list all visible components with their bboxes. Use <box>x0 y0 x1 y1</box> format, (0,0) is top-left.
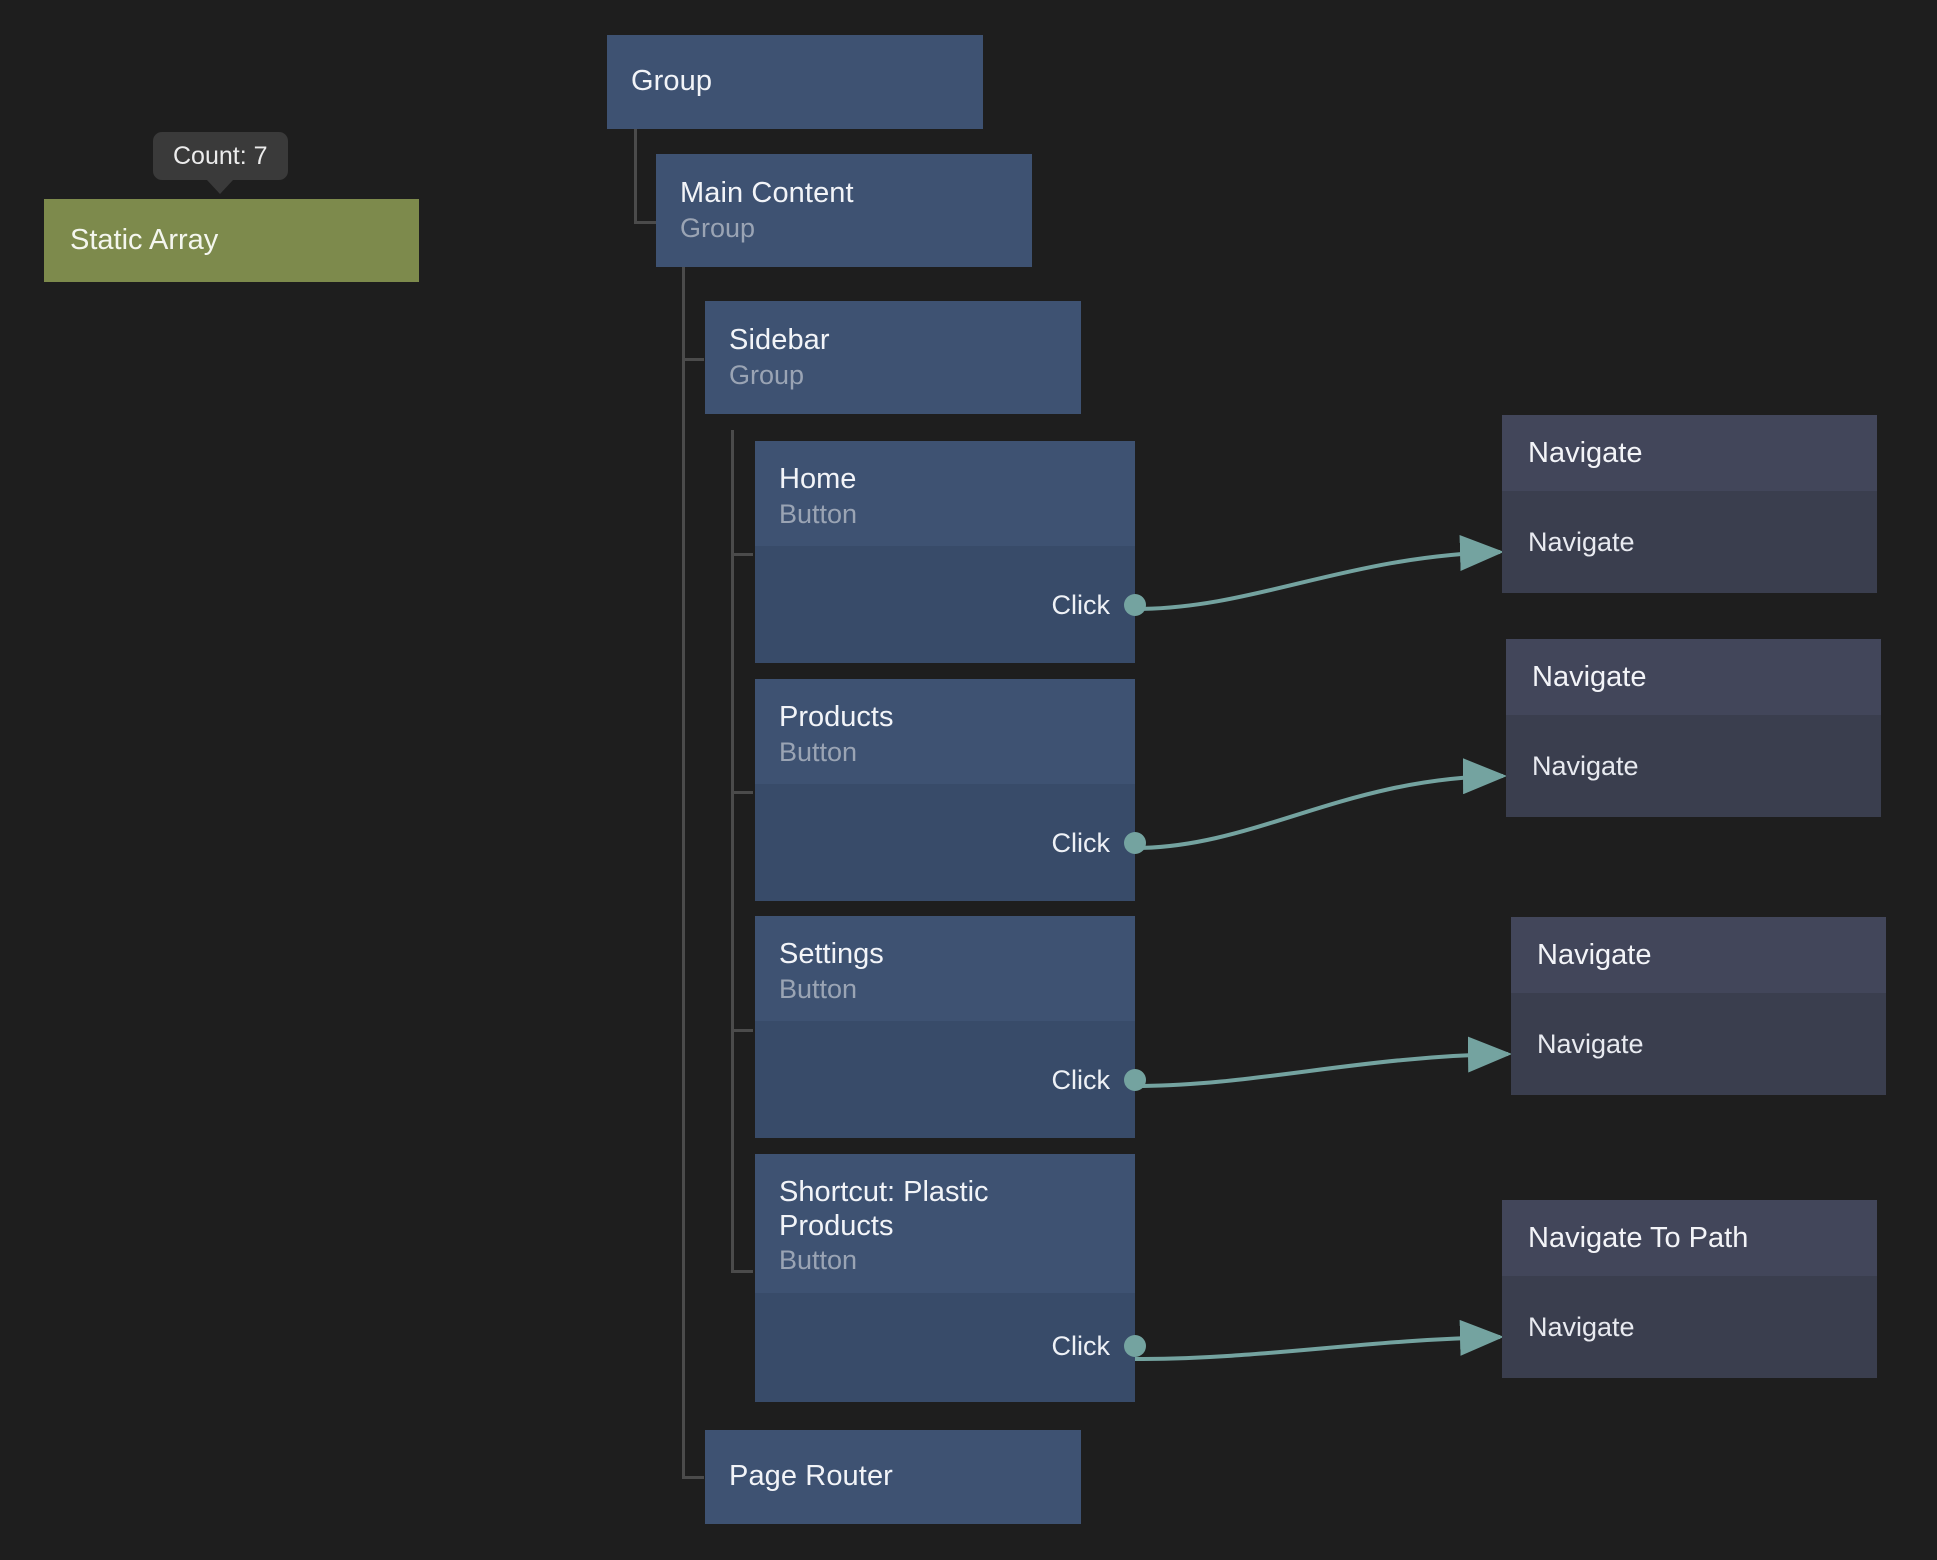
tree-line-sidebar-stub <box>682 358 704 361</box>
edge-products-to-navigate <box>1134 758 1507 850</box>
page-router-title: Page Router <box>729 1460 893 1493</box>
sidebar-subtitle: Group <box>729 360 805 391</box>
shortcut-body: Click <box>755 1292 1146 1402</box>
tree-line-products-stub <box>731 791 753 794</box>
settings-body: Click <box>755 1020 1146 1138</box>
shortcut-click-port-row[interactable]: Click <box>1051 1330 1146 1362</box>
settings-click-port[interactable] <box>1124 1069 1146 1092</box>
action-navigate-1-body[interactable]: Navigate <box>1502 491 1877 593</box>
action-navigate-3-body[interactable]: Navigate <box>1511 993 1886 1095</box>
products-header: Products Button <box>755 679 1135 784</box>
shortcut-click-port[interactable] <box>1124 1335 1146 1358</box>
tooltip-arrow-icon <box>207 180 234 194</box>
shortcut-click-label: Click <box>1051 1330 1111 1361</box>
products-click-port-row[interactable]: Click <box>1051 827 1146 859</box>
home-click-label: Click <box>1051 589 1111 620</box>
count-tooltip: Count: 7 <box>153 132 288 194</box>
action-navigate-1-header: Navigate <box>1502 415 1877 491</box>
tree-line-page-router-stub <box>682 1476 704 1479</box>
home-click-port[interactable] <box>1124 594 1146 617</box>
products-click-label: Click <box>1051 827 1111 858</box>
node-button-settings[interactable]: Settings Button Click <box>755 916 1146 1138</box>
tree-line-sidebar <box>731 430 734 1272</box>
settings-subtitle: Button <box>779 973 858 1004</box>
node-static-array[interactable]: Static Array <box>44 199 419 282</box>
tree-line-main-content <box>682 266 685 1478</box>
products-body: Click <box>755 783 1146 901</box>
action-navigate-1[interactable]: Navigate Navigate <box>1502 415 1877 593</box>
main-content-subtitle: Group <box>680 213 756 244</box>
settings-title: Settings <box>779 938 884 970</box>
node-button-home[interactable]: Home Button Click <box>755 441 1146 663</box>
products-subtitle: Button <box>779 736 858 767</box>
group-root-title: Group <box>631 65 713 98</box>
node-main-content[interactable]: Main Content Group <box>656 154 1032 267</box>
home-header: Home Button <box>755 441 1135 546</box>
home-title: Home <box>779 463 857 495</box>
action-navigate-2-body[interactable]: Navigate <box>1506 715 1881 817</box>
settings-click-port-row[interactable]: Click <box>1051 1064 1146 1096</box>
tree-line-shortcut-stub <box>731 1270 753 1273</box>
node-button-products[interactable]: Products Button Click <box>755 679 1146 901</box>
action-navigate-1-row: Navigate <box>1528 526 1635 557</box>
node-sidebar[interactable]: Sidebar Group <box>705 301 1081 414</box>
action-navigate-to-path-body[interactable]: Navigate <box>1502 1276 1877 1378</box>
action-navigate-3-row: Navigate <box>1537 1028 1644 1059</box>
main-content-title: Main Content <box>680 176 854 209</box>
action-navigate-2-title: Navigate <box>1532 660 1647 693</box>
shortcut-header: Shortcut: Plastic Products Button <box>755 1154 1135 1293</box>
action-navigate-3[interactable]: Navigate Navigate <box>1511 917 1886 1095</box>
tree-line-home-stub <box>731 553 753 556</box>
count-tooltip-label: Count: 7 <box>173 141 268 170</box>
tree-line-settings-stub <box>731 1029 753 1032</box>
action-navigate-2[interactable]: Navigate Navigate <box>1506 639 1881 817</box>
static-array-title: Static Array <box>70 224 219 256</box>
sidebar-title: Sidebar <box>729 323 830 356</box>
action-navigate-to-path-header: Navigate To Path <box>1502 1200 1877 1276</box>
shortcut-subtitle: Button <box>779 1245 858 1276</box>
action-navigate-1-title: Navigate <box>1528 436 1643 469</box>
tree-line-root-stub <box>634 221 656 224</box>
home-click-port-row[interactable]: Click <box>1051 589 1146 621</box>
edge-shortcut-to-navigate-to-path <box>1134 1319 1504 1361</box>
edge-settings-to-navigate <box>1134 1036 1512 1088</box>
action-navigate-to-path-row: Navigate <box>1528 1311 1635 1342</box>
edge-home-to-navigate <box>1134 535 1504 611</box>
home-subtitle: Button <box>779 498 858 529</box>
settings-click-label: Click <box>1051 1064 1111 1095</box>
action-navigate-2-row: Navigate <box>1532 750 1639 781</box>
shortcut-title: Shortcut: Plastic Products <box>779 1176 989 1242</box>
action-navigate-to-path[interactable]: Navigate To Path Navigate <box>1502 1200 1877 1378</box>
tree-line-root <box>634 128 637 224</box>
action-navigate-to-path-title: Navigate To Path <box>1528 1221 1749 1254</box>
home-body: Click <box>755 545 1146 663</box>
node-group-root[interactable]: Group <box>607 35 983 129</box>
node-button-shortcut-plastic-products[interactable]: Shortcut: Plastic Products Button Click <box>755 1154 1146 1402</box>
action-navigate-3-header: Navigate <box>1511 917 1886 993</box>
products-click-port[interactable] <box>1124 832 1146 855</box>
products-title: Products <box>779 701 894 733</box>
settings-header: Settings Button <box>755 916 1135 1021</box>
action-navigate-2-header: Navigate <box>1506 639 1881 715</box>
action-navigate-3-title: Navigate <box>1537 938 1652 971</box>
node-page-router[interactable]: Page Router <box>705 1430 1081 1524</box>
